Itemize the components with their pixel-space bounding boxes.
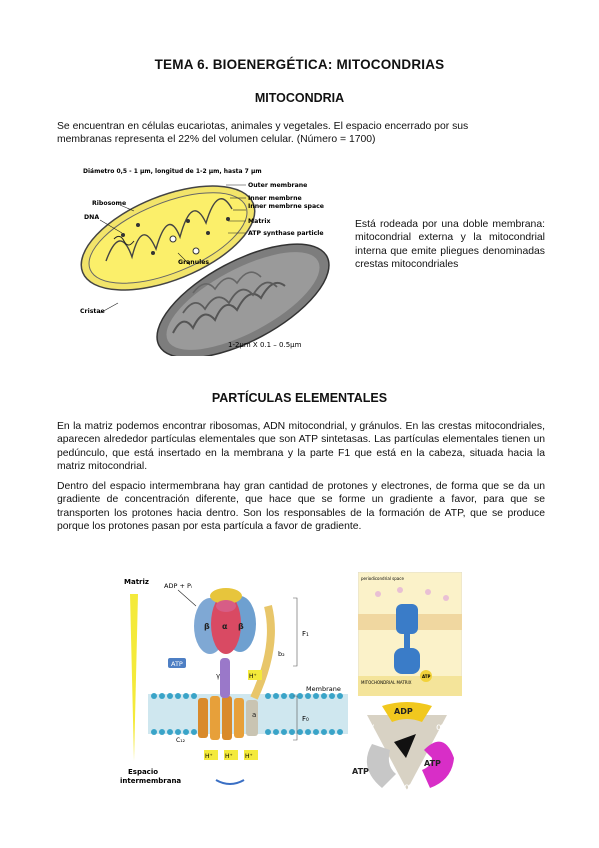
- c12-label: C₁₂: [176, 737, 186, 744]
- mito-scale: 1-2µm X 0.1 – 0.5µm: [228, 341, 302, 349]
- label-outer-membrane: Outer membrane: [248, 182, 307, 189]
- label-inner-membrane-space: Inner membrne space: [248, 203, 324, 210]
- particles-paragraph-1: En la matriz podemos encontrar ribosomas…: [57, 421, 545, 472]
- section-heading-particulas: PARTÍCULAS ELEMENTALES: [211, 391, 388, 405]
- mito-cartoon: [80, 185, 256, 291]
- binding-change-diagram: ADP ATP ATP α α α: [352, 702, 454, 793]
- atp-release-label: ATP: [171, 660, 183, 668]
- f0-ring: [198, 696, 258, 740]
- label-matriz: Matriz: [124, 578, 149, 586]
- rot-alpha-bottom: α: [404, 782, 411, 793]
- leader-lines: [99, 184, 246, 314]
- label-ribosome: Ribosome: [92, 200, 126, 207]
- gamma-label: γ: [216, 672, 220, 680]
- rotation-arrow: [215, 779, 245, 785]
- label-granules: Granules: [178, 259, 209, 266]
- panel-space-label: periodicondrial space: [361, 576, 404, 581]
- membrane-description: Está rodeada por una doble membrana: mit…: [355, 219, 545, 270]
- mitochondria-figure: Diámetro 0,5 - 1 µm, longitud de 1-2 µm,…: [78, 163, 338, 356]
- b2-label: b₂: [278, 650, 285, 658]
- adp-pi-label: ADP + Pᵢ: [164, 582, 192, 590]
- page-title: TEMA 6. BIOENERGÉTICA: MITOCONDRIAS: [154, 57, 445, 72]
- f0-label: F₀: [302, 715, 309, 723]
- gamma-stalk: [220, 658, 230, 698]
- label-espacio: Espacio: [128, 768, 158, 776]
- f1-alpha: α: [222, 622, 228, 631]
- rot-atp-right-label: ATP: [424, 759, 441, 768]
- adp-site: [382, 702, 432, 722]
- label-atp-synthase: ATP synthase particle: [248, 230, 324, 237]
- panel-synthase: [394, 604, 420, 674]
- label-cristae: Cristae: [80, 308, 105, 315]
- panel-atp-label: ATP: [422, 674, 431, 679]
- panel-matrix-label: MITOCHONDRIAL MATRIX: [361, 680, 412, 685]
- membrane-label: Membrane: [306, 685, 341, 693]
- f1-beta-right: β: [238, 622, 244, 631]
- atp-site-right: [422, 741, 454, 788]
- rot-adp-label: ADP: [394, 707, 413, 716]
- label-inner-membrane: Inner membrne: [248, 195, 302, 202]
- micrograph: [156, 243, 330, 356]
- label-dna: DNA: [84, 214, 99, 221]
- proton-bottom-2: H⁺: [225, 753, 233, 760]
- mito-header: Diámetro 0,5 - 1 µm, longitud de 1-2 µm,…: [83, 168, 262, 175]
- f1-beta-left: β: [204, 622, 210, 631]
- f1-head: [194, 588, 256, 654]
- proton-markers: [204, 670, 262, 760]
- intro-line-2: membranas representa el 22% del volumen …: [57, 134, 376, 146]
- gradient-wedge: [130, 594, 138, 761]
- atp-synthase-figure: Matriz Espacio intermembrana β α β γ a A…: [118, 566, 348, 798]
- atp-synthase-panel: periodicondrial space MITOCHONDRIAL MATR…: [358, 572, 462, 696]
- atp-release-box: [168, 658, 186, 668]
- rot-atp-left-label: ATP: [352, 767, 369, 776]
- atp-site-left: [366, 744, 396, 788]
- section-heading-mitocondria: MITOCONDRIA: [254, 91, 345, 105]
- proton-bottom-1: H⁺: [205, 753, 213, 760]
- subunit-a-label: a: [252, 711, 256, 719]
- f1-label: F₁: [302, 630, 309, 638]
- rot-alpha-right: α: [436, 722, 443, 733]
- b2-stator: [250, 605, 275, 700]
- rot-alpha-left: α: [368, 722, 375, 733]
- label-matrix: Matrix: [248, 218, 270, 225]
- proton-top: H⁺: [249, 673, 257, 680]
- particles-paragraph-2: Dentro del espacio intermembrana hay gra…: [57, 481, 545, 532]
- intro-line-1: Se encuentran en células eucariotas, ani…: [57, 121, 469, 132]
- proton-bottom-3: H⁺: [245, 753, 253, 760]
- intro-paragraph: Se encuentran en células eucariotas, ani…: [57, 120, 547, 147]
- label-intermembrana: intermembrana: [120, 777, 181, 785]
- gamma-arrow: [394, 734, 416, 758]
